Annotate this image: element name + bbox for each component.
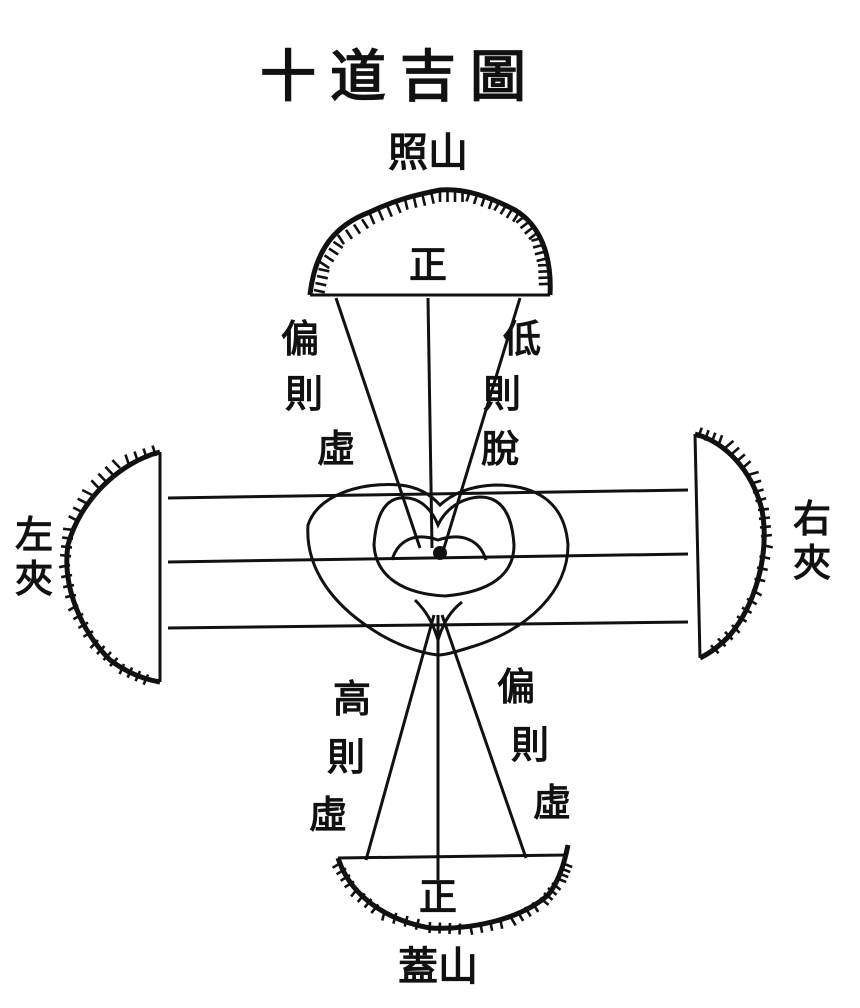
bottom-mountain-base — [337, 853, 569, 860]
bottom-mountain-hatching — [331, 860, 573, 936]
upper-right-char-1: 低 — [503, 316, 541, 361]
upper-left-note: 偏 則 虛 — [281, 316, 355, 471]
bottom-mountain-name: 蓋山 — [398, 943, 478, 990]
right-mountain-shape — [693, 427, 773, 661]
top-mountain-hatching — [313, 190, 550, 294]
top-mountain-center-mark: 正 — [409, 242, 447, 287]
lower-right-char-2: 則 — [511, 722, 549, 767]
upper-right-note: 低 則 脫 — [481, 316, 541, 471]
top-mountain-name: 照山 — [388, 129, 468, 176]
central-cave — [306, 483, 570, 657]
bottom-mountain-center-mark: 正 — [419, 874, 457, 919]
left-mountain-shape — [58, 445, 162, 686]
lower-cave-joint — [413, 598, 463, 646]
upper-right-char-2: 則 — [483, 371, 521, 416]
lower-left-char-2: 則 — [327, 734, 365, 779]
upper-sightlines — [334, 297, 522, 549]
lower-right-note: 偏 則 虛 — [497, 664, 571, 825]
cave-center-dot — [433, 546, 447, 560]
upper-left-char-1: 偏 — [281, 316, 319, 361]
diagram-title: 十道吉圖 — [260, 44, 540, 110]
right-mountain-hatching — [696, 427, 773, 655]
lower-left-char-1: 高 — [333, 676, 371, 721]
lower-sightlines — [364, 614, 528, 880]
lower-left-note: 高 則 虛 — [309, 676, 371, 837]
upper-left-char-3: 虛 — [317, 426, 355, 471]
top-mountain-shape — [307, 187, 553, 297]
bottom-mountain-shape — [331, 844, 573, 936]
right-mountain-char-2: 夾 — [793, 540, 831, 585]
right-mountain-char-1: 右 — [793, 496, 831, 541]
left-mountain-char-1: 左 — [15, 512, 53, 557]
lower-right-char-3: 虛 — [533, 780, 571, 825]
right-mountain-base — [693, 433, 702, 659]
lower-left-char-3: 虛 — [309, 792, 347, 837]
upper-right-char-3: 脫 — [481, 426, 520, 471]
left-mountain-hatching — [58, 445, 158, 686]
upper-left-char-2: 則 — [285, 371, 323, 416]
lower-right-char-1: 偏 — [497, 664, 535, 709]
left-mountain-char-2: 夾 — [15, 556, 53, 601]
